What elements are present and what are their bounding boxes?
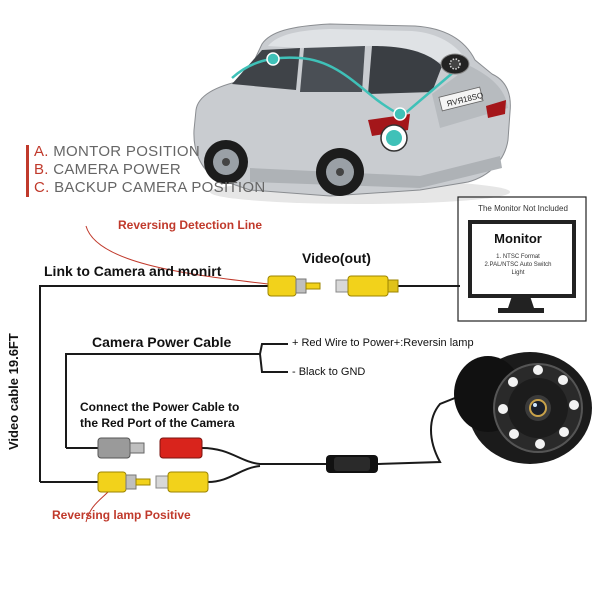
video-out-label: Video(out) xyxy=(302,250,371,266)
rca-connector-bottom-left xyxy=(97,471,151,493)
video-cable-label: Video cable 19.6FT xyxy=(6,333,21,450)
monitor-title: Monitor xyxy=(494,231,542,246)
car-illustration: ЯVЯ18SQ xyxy=(193,23,511,204)
legend-item-b: B. CAMERA POWER xyxy=(34,161,182,178)
power-connector-grey xyxy=(97,437,145,459)
monitor-illustration xyxy=(457,196,587,322)
marker-b xyxy=(393,107,407,121)
connect-power-line2: the Red Port of the Camera xyxy=(80,416,235,430)
power-connector-red xyxy=(159,437,203,459)
legend-item-a: A. MONTOR POSITION xyxy=(34,143,200,160)
reversing-lamp-positive-label: Reversing lamp Positive xyxy=(52,508,191,522)
cable-junction xyxy=(326,455,378,473)
camera-power-cable-label: Camera Power Cable xyxy=(92,334,232,350)
marker-c xyxy=(380,124,408,152)
rca-connector-top-left xyxy=(267,275,321,297)
backup-camera xyxy=(454,352,592,464)
red-wire-label: + Red Wire to Power+:Reversin lamp xyxy=(292,337,474,349)
monitor-spec-2: 2.PAL/NTSC Auto Switch Light xyxy=(484,262,552,276)
cables xyxy=(39,225,471,523)
rca-connector-bottom-right xyxy=(155,471,209,493)
connect-power-note: Connect the Power Cable to the Red Port … xyxy=(80,399,239,431)
link-to-camera-label: Link to Camera and monirt xyxy=(44,263,222,279)
rca-connector-top-right xyxy=(335,275,399,297)
legend-accent-bar xyxy=(26,145,29,197)
black-wire-label: - Black to GND xyxy=(292,366,366,378)
monitor-spec-1: 1. NTSC Format xyxy=(496,254,540,260)
legend-item-c: C. BACKUP CAMERA POSITION xyxy=(34,179,266,196)
reversing-detection-line-label: Reversing Detection Line xyxy=(118,218,263,232)
monitor-not-included-note: The Monitor Not Included xyxy=(478,204,568,213)
connect-power-line1: Connect the Power Cable to xyxy=(80,400,240,414)
marker-a xyxy=(266,52,280,66)
monitor-specs: 1. NTSC Format 2.PAL/NTSC Auto Switch Li… xyxy=(480,253,556,277)
